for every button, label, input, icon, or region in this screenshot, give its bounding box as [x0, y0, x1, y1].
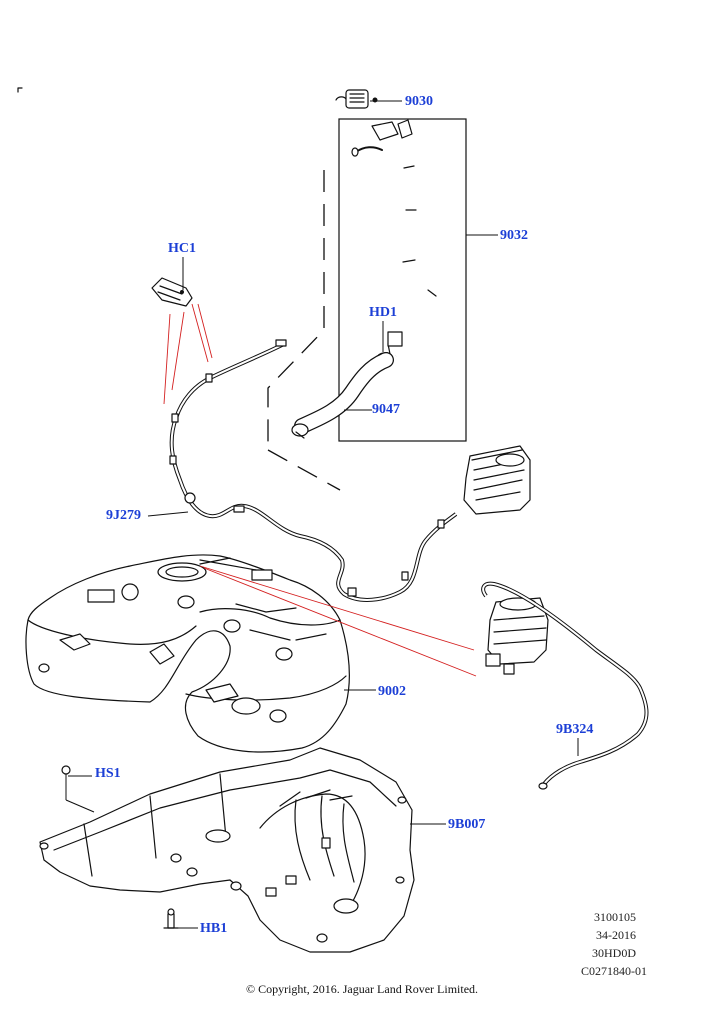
callout-hc1[interactable]: HC1 — [168, 241, 196, 256]
callout-hb1[interactable]: HB1 — [200, 921, 228, 936]
callout-hd1[interactable]: HD1 — [369, 305, 397, 320]
callout-9b007[interactable]: 9B007 — [448, 817, 486, 832]
reference-code-1: 3100105 — [594, 910, 636, 924]
corner-mark — [17, 87, 23, 93]
part-9032-filler-pipe — [351, 119, 450, 359]
callout-9b324[interactable]: 9B324 — [556, 722, 594, 737]
part-9b324-pipe — [481, 581, 649, 790]
callout-9032[interactable]: 9032 — [500, 228, 528, 243]
part-hc1-connector — [151, 277, 193, 307]
part-9002-fuel-tank — [25, 554, 350, 753]
reference-code-3: 30HD0D — [592, 946, 636, 960]
part-9030-sensor — [335, 89, 378, 109]
copyright-notice: © Copyright, 2016. Jaguar Land Rover Lim… — [245, 982, 479, 996]
part-9032-bracket — [338, 118, 467, 442]
callout-hs1[interactable]: HS1 — [95, 766, 121, 781]
part-fuel-pump-module-lower — [485, 597, 549, 675]
callout-9030[interactable]: 9030 — [405, 94, 433, 109]
part-9b007-heat-shield — [39, 747, 415, 953]
part-hb1-bolt — [163, 908, 179, 929]
part-hs1-screw — [61, 765, 71, 800]
part-9047-hose — [291, 352, 394, 439]
callout-9047[interactable]: 9047 — [372, 402, 400, 417]
reference-code-2: 34-2016 — [596, 928, 636, 942]
part-9j279-harness — [169, 339, 458, 602]
callout-9j279[interactable]: 9J279 — [106, 508, 141, 523]
callout-9002[interactable]: 9002 — [378, 684, 406, 699]
reference-code-4: C0271840-01 — [581, 964, 647, 978]
part-fuel-pump-module-upper — [463, 445, 531, 515]
assembly-dashed-line — [267, 170, 325, 442]
assembly-dashed-line — [267, 449, 341, 491]
